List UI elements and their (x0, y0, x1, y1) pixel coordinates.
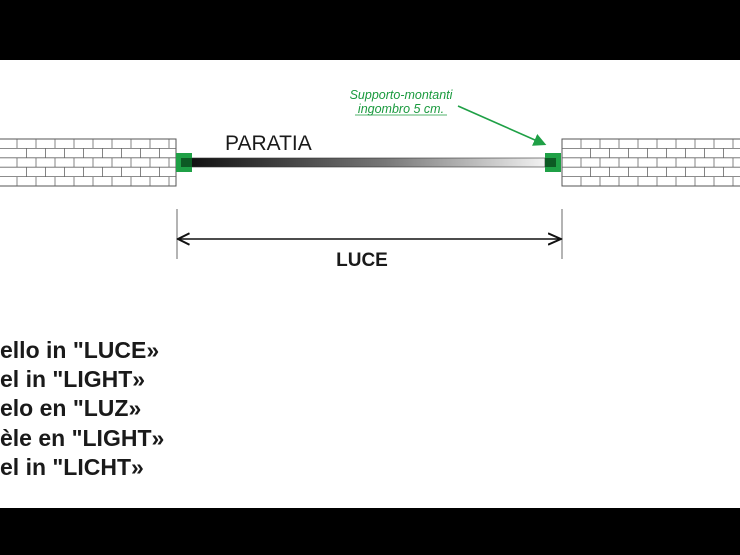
caption-line: el in "LICHT» (0, 453, 144, 480)
wall-partition-diagram: PARATIA Supporto-montanti ingombro 5 cm.… (0, 88, 740, 271)
diagram-canvas: PARATIA Supporto-montanti ingombro 5 cm.… (0, 60, 740, 508)
top-letterbox-bar (0, 0, 740, 60)
dimension-label: LUCE (336, 250, 388, 271)
right-brick-wall (561, 138, 740, 187)
caption-line: elo en "LUZ» (0, 395, 142, 422)
caption-line: èle en "LIGHT» (0, 424, 165, 451)
left-brick-wall (0, 138, 177, 187)
callout-line-2: ingombro 5 cm. (358, 102, 444, 116)
caption-line: ello in "LUCE» (0, 337, 160, 363)
left-support-bracket (176, 153, 192, 172)
multilingual-caption-list: ello in "LUCE» el in "LIGHT»elo en "LUZ»è… (0, 336, 164, 482)
caption-line: el in "LIGHT» (0, 366, 146, 393)
panel-label: PARATIA (225, 132, 312, 155)
bottom-letterbox-bar (0, 508, 740, 555)
callout-line-1: Supporto-montanti (350, 88, 454, 102)
right-support-bracket (545, 153, 561, 172)
partition-panel (189, 157, 546, 168)
callout-arrow (457, 105, 547, 146)
